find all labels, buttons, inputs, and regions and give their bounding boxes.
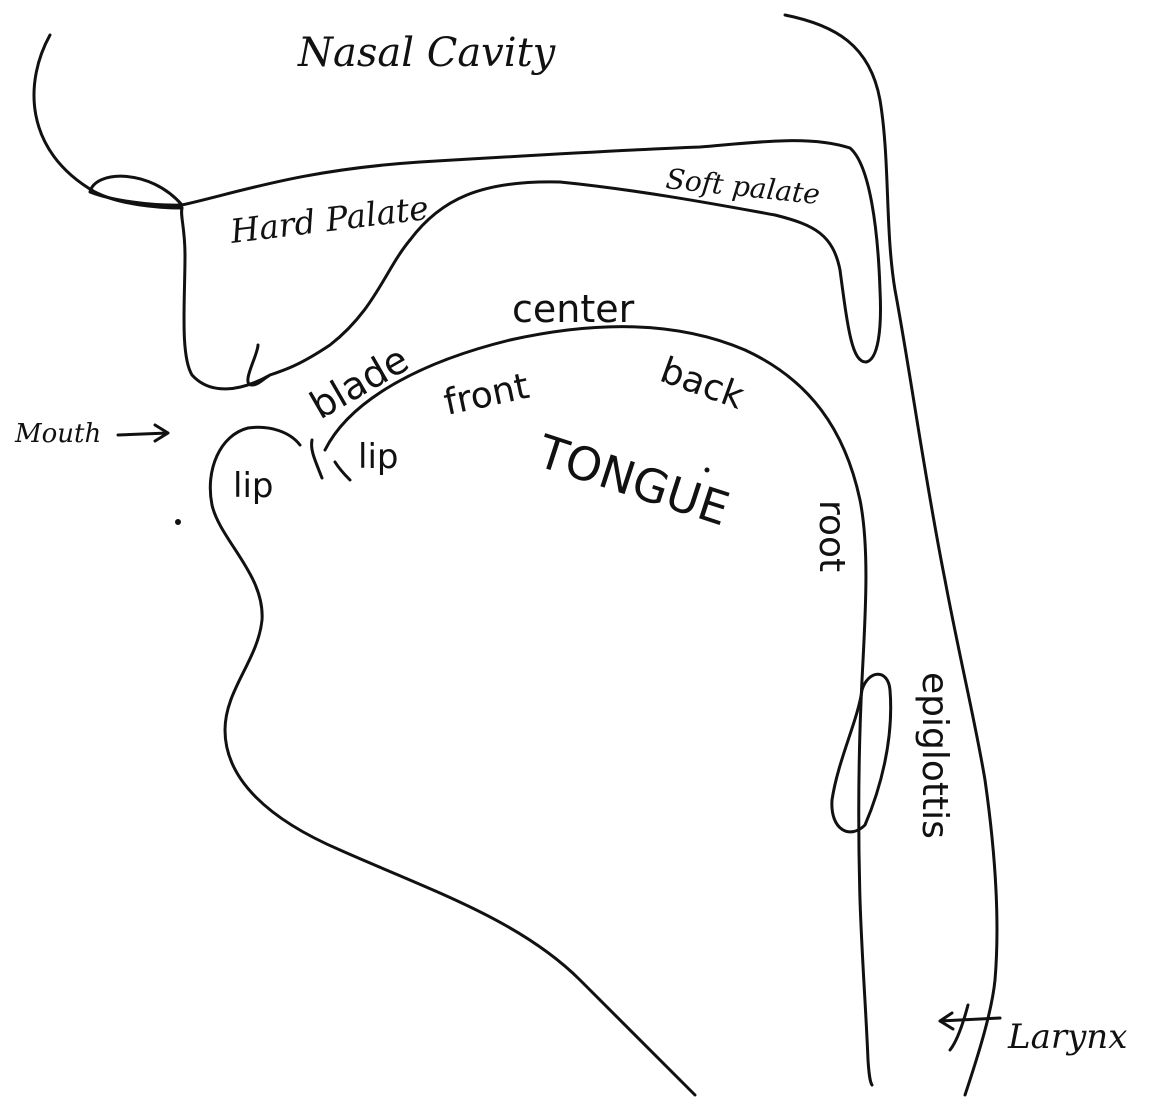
label-larynx: Larynx — [1007, 1017, 1127, 1057]
label-lip-tongue: lip — [358, 437, 398, 477]
lower-lip-jaw — [210, 427, 695, 1095]
label-nasal-cavity: Nasal Cavity — [297, 30, 557, 76]
label-epiglottis: epiglottis — [914, 672, 955, 839]
label-soft-palate: Soft palate — [664, 162, 821, 211]
epiglottis-outline — [832, 674, 891, 832]
stray-dot — [175, 519, 181, 525]
mouth-arrow — [118, 425, 168, 441]
nasal-bump — [90, 176, 182, 205]
label-center: center — [512, 287, 635, 331]
label-root: root — [811, 500, 852, 572]
lip-contact-mark — [312, 440, 350, 480]
label-tongue: TONGUE — [531, 424, 736, 537]
label-mouth: Mouth — [14, 419, 101, 449]
larynx-arrow — [940, 1005, 1000, 1050]
label-lip-upper: lip — [233, 466, 273, 506]
label-back: back — [655, 350, 750, 418]
nasal-outline — [34, 35, 182, 208]
label-front: front — [440, 366, 532, 424]
stray-dot — [705, 468, 710, 473]
label-hard-palate: Hard Palate — [227, 188, 431, 251]
